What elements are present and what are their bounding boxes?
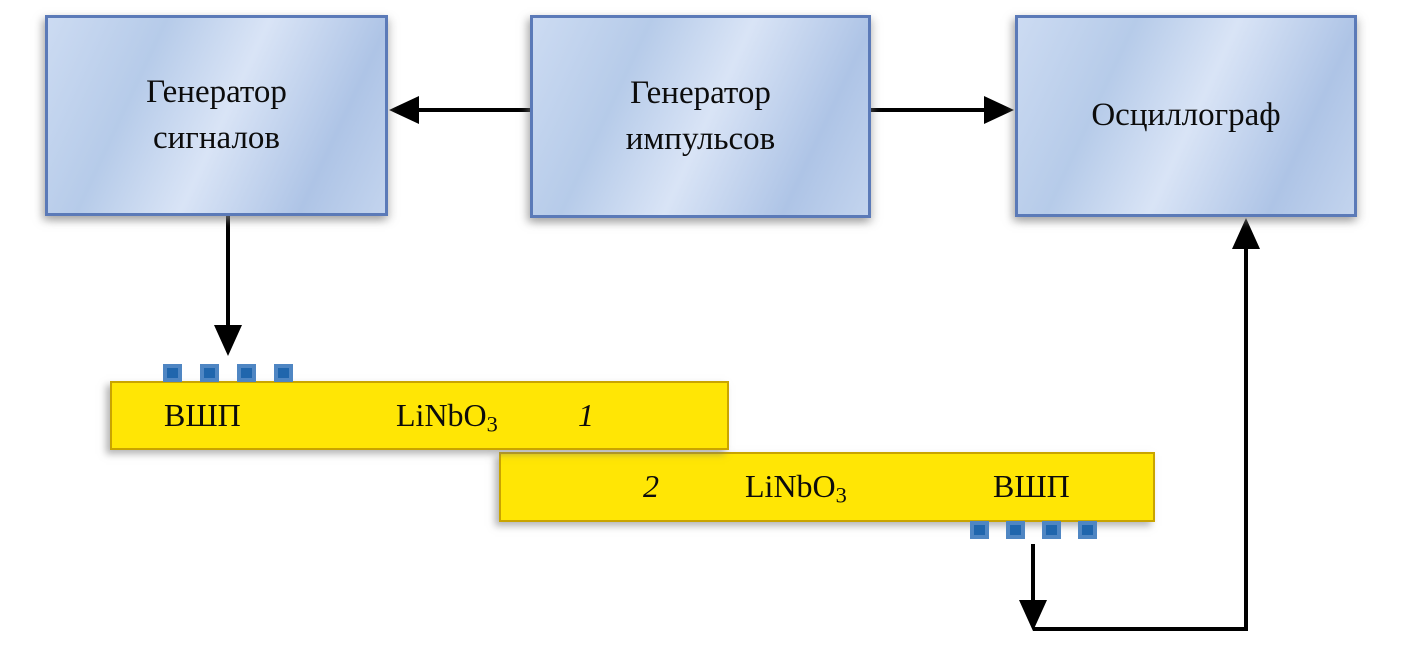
electrode-icon [1078,521,1097,539]
signal-generator-label-line2: сигналов [153,119,280,156]
pulse-generator-label-line1: Генератор [630,74,771,111]
crystal-bar-2: 2 LiNbO3 ВШП [499,452,1155,522]
arrowhead-left-icon [389,96,419,124]
crystal-2-material-subscript: 3 [835,482,847,508]
electrode-icon [200,364,219,382]
electrode-icon [237,364,256,382]
arrowhead-down-top-idt-icon [214,325,242,356]
crystal-2-idt-label: ВШП [993,467,1070,504]
electrode-icon [1006,521,1025,539]
electrode-icon [1042,521,1061,539]
crystal-2-index: 2 [643,467,659,504]
box-signal-generator: Генератор сигналов [45,15,388,216]
crystal-2-material-label: LiNbO3 [745,467,847,508]
electrode-icon [274,364,293,382]
crystal-1-idt-label: ВШП [164,396,241,433]
crystal-bar-1: ВШП LiNbO3 1 [110,381,729,450]
signal-generator-label-line1: Генератор [146,73,287,110]
pulse-generator-label-line2: импульсов [625,120,776,157]
crystal-2-material-text: LiNbO [745,467,836,504]
idt-electrodes-top [163,364,293,382]
arrow-idt-to-oscilloscope-path [1033,247,1248,631]
arrowhead-right-icon [984,96,1014,124]
crystal-1-material-label: LiNbO3 [396,396,498,436]
crystal-1-material-subscript: 3 [486,410,498,436]
crystal-1-material-text: LiNbO [396,396,487,433]
box-oscilloscope: Осциллограф [1015,15,1357,217]
arrowhead-up-oscilloscope-icon [1232,218,1260,249]
electrode-icon [163,364,182,382]
arrowhead-down-bottom-idt-icon [1019,600,1047,631]
oscilloscope-label: Осциллограф [1091,97,1281,134]
crystal-1-index: 1 [578,396,594,433]
idt-electrodes-bottom [970,521,1097,539]
electrode-icon [970,521,989,539]
box-pulse-generator: Генератор импульсов [530,15,871,218]
